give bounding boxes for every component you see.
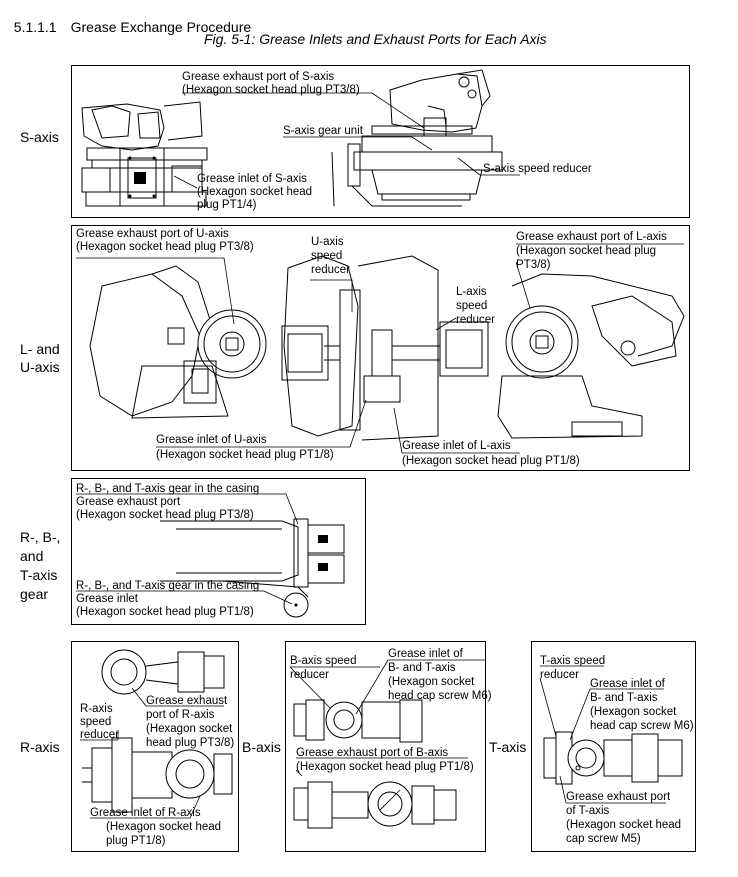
b-axis-panel xyxy=(285,641,486,852)
b-axis-reducer-2: reducer xyxy=(290,669,329,681)
t-axis-exhaust-1: Grease exhaust port xyxy=(566,791,671,803)
t-axis-exhaust-4: cap screw M5) xyxy=(566,833,641,845)
rbt-axis-label-4: gear xyxy=(20,586,49,602)
r-axis-exhaust-4: head plug PT3/8) xyxy=(146,737,235,749)
t-axis-drawing xyxy=(532,642,697,853)
s-axis-inlet-detail-1: (Hexagon socket head xyxy=(197,186,313,198)
s-axis-speed-reducer: S-axis speed reducer xyxy=(483,163,592,175)
t-axis-inlet-4: head cap screw M6) xyxy=(590,720,694,732)
b-axis-reducer-1: B-axis speed xyxy=(290,655,357,667)
s-axis-drawing xyxy=(72,66,691,219)
r-axis-reducer-2: speed xyxy=(80,716,112,728)
t-axis-reducer-2: reducer xyxy=(540,669,579,681)
r-axis-drawing xyxy=(72,642,240,853)
b-axis-drawing xyxy=(286,642,487,853)
lu-axis-drawing xyxy=(72,226,691,472)
u-axis-reducer-3: reducer xyxy=(311,264,350,276)
b-axis-exhaust-2: (Hexagon socket head plug PT1/8) xyxy=(296,761,474,773)
b-axis-exhaust-1: Grease exhaust port of B-axis xyxy=(296,747,449,759)
l-axis-exhaust-detail-2: PT3/8) xyxy=(516,259,551,271)
s-axis-right-view xyxy=(332,70,502,206)
l-axis-inlet-detail: (Hexagon socket head plug PT1/8) xyxy=(402,455,580,467)
s-axis-inlet-title: Grease inlet of S-axis xyxy=(197,173,307,185)
r-axis-exhaust-2: port of R-axis xyxy=(146,709,215,721)
b-axis-inlet-4: head cap screw M6) xyxy=(388,690,492,702)
b-axis-inlet-1: Grease inlet of xyxy=(388,648,463,660)
u-axis-exhaust-detail: (Hexagon socket head plug PT3/8) xyxy=(76,241,254,253)
lu-axis-panel xyxy=(71,225,690,471)
t-axis-panel xyxy=(531,641,696,852)
u-axis-reducer-2: speed xyxy=(311,250,343,262)
l-axis-reducer-1: L-axis xyxy=(456,286,487,298)
section-title: Grease Exchange Procedure xyxy=(70,19,252,35)
s-axis-exhaust-title: Grease exhaust port of S-axis xyxy=(182,71,335,83)
r-axis-inlet-2: (Hexagon socket head xyxy=(106,821,222,833)
rbt-inlet-title: Grease inlet xyxy=(76,593,139,605)
rbt-gear-bottom: R-, B-, and T-axis gear in the casing xyxy=(76,580,260,592)
u-axis-inlet-title: Grease inlet of U-axis xyxy=(156,434,267,446)
rbt-inlet-detail: (Hexagon socket head plug PT1/8) xyxy=(76,606,254,618)
rbt-gear-top: R-, B-, and T-axis gear in the casing xyxy=(76,483,260,495)
t-axis-inlet-2: B- and T-axis xyxy=(590,692,658,704)
s-axis-label: S-axis xyxy=(20,129,59,145)
l-axis-exhaust-title: Grease exhaust port of L-axis xyxy=(516,231,667,243)
rbt-axis-panel xyxy=(71,478,366,625)
l-axis-exhaust-detail-1: (Hexagon socket head plug xyxy=(516,245,657,257)
r-axis-label: R-axis xyxy=(20,739,60,755)
t-axis-reducer-1: T-axis speed xyxy=(540,655,606,667)
l-axis-reducer-2: speed xyxy=(456,300,488,312)
lu-axis-left-view xyxy=(90,266,266,418)
r-axis-exhaust-3: (Hexagon socket xyxy=(146,723,233,735)
u-axis-exhaust-title: Grease exhaust port of U-axis xyxy=(76,228,229,240)
t-axis-inlet-3: (Hexagon socket xyxy=(590,706,677,718)
figure-caption: Fig. 5-1: Grease Inlets and Exhaust Port… xyxy=(204,31,547,47)
r-axis-inlet-3: plug PT1/8) xyxy=(106,835,166,847)
r-axis-inlet-1: Grease inlet of R-axis xyxy=(90,807,201,819)
b-axis-inlet-2: B- and T-axis xyxy=(388,662,456,674)
r-axis-panel xyxy=(71,641,239,852)
r-axis-exhaust-1: Grease exhaust xyxy=(146,695,228,707)
rbt-axis-drawing xyxy=(72,479,367,626)
rbt-axis-label-2: and xyxy=(20,548,44,564)
l-axis-reducer-3: reducer xyxy=(456,314,495,326)
b-axis-inlet-3: (Hexagon socket xyxy=(388,676,475,688)
t-axis-inlet-1: Grease inlet of xyxy=(590,678,665,690)
s-axis-gear-unit: S-axis gear unit xyxy=(283,125,363,137)
u-axis-reducer-1: U-axis xyxy=(311,236,344,248)
s-axis-inlet-detail-2: plug PT1/4) xyxy=(197,199,257,211)
t-axis-exhaust-2: of T-axis xyxy=(566,805,610,817)
t-axis-exhaust-3: (Hexagon socket head xyxy=(566,819,682,831)
b-axis-label: B-axis xyxy=(242,739,281,755)
rbt-exhaust-title: Grease exhaust port xyxy=(76,496,181,508)
rbt-axis-label-1: R-, B-, xyxy=(20,529,61,545)
s-axis-exhaust-detail: (Hexagon socket head plug PT3/8) xyxy=(182,84,360,96)
rbt-exhaust-detail: (Hexagon socket head plug PT3/8) xyxy=(76,509,254,521)
lu-axis-middle-view xyxy=(282,256,488,440)
u-axis-inlet-detail: (Hexagon socket head plug PT1/8) xyxy=(156,449,334,461)
rbt-axis-label-3: T-axis xyxy=(20,567,58,583)
t-axis-label: T-axis xyxy=(489,739,527,755)
l-axis-inlet-title: Grease inlet of L-axis xyxy=(402,440,511,452)
s-axis-panel xyxy=(71,65,690,218)
r-axis-reducer-1: R-axis xyxy=(80,703,113,715)
lu-axis-label-2: U-axis xyxy=(20,359,60,375)
section-number: 5.1.1.1 xyxy=(13,19,57,35)
lu-axis-label-1: L- and xyxy=(20,341,60,357)
s-axis-left-view xyxy=(82,102,207,206)
lu-axis-right-view xyxy=(498,274,684,438)
r-axis-reducer-3: reducer xyxy=(80,729,119,741)
section-heading: 5.1.1.1 Grease Exchange Procedure xyxy=(6,3,251,35)
